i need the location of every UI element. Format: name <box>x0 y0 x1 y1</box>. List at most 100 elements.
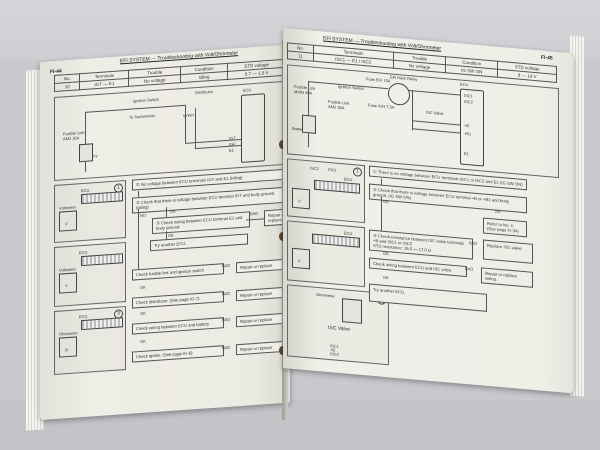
left-page: FI-44 EFI SYSTEM — Troubleshooting with … <box>40 44 294 420</box>
flow-arrow <box>166 231 167 240</box>
flow-check-igniter: Check igniter. (See page IG-8) <box>132 345 224 363</box>
meter-symbol: Ω <box>65 347 68 353</box>
flow-refer: Refer to No. 1. (See page FI-34) <box>483 217 527 238</box>
label-fusible-link-main: Fusible Link MAIN 40A <box>294 83 316 96</box>
flow-label-ok: OK <box>140 338 146 345</box>
figure-3: 3 ECU Ohmmeter Ω <box>54 305 126 376</box>
flow-arrow <box>138 209 139 270</box>
ecu-connector-icon <box>314 179 360 194</box>
label-fuse-efi: Fuse EFI 15A <box>366 76 391 84</box>
flow-label-ok: OK <box>383 250 389 257</box>
flow-repair-2: Repair or replace <box>236 258 288 274</box>
label-ecu: ECU <box>79 313 88 320</box>
flow-step-3: ③ Check wiring between ECU terminal E1 a… <box>152 211 250 235</box>
flow-label-ok: OK <box>168 232 174 239</box>
label-isc-valve: ISC Valve <box>426 109 444 117</box>
wire <box>185 104 186 143</box>
flow-check-distributor: Check distributor. (See page IG-7) <box>132 291 224 309</box>
wire <box>195 144 241 149</box>
flow-label-bad: BAD <box>222 344 231 351</box>
terminal-e1: E1 <box>229 147 234 153</box>
ohmmeter-icon <box>342 298 362 324</box>
cell-no: 11 <box>287 50 314 62</box>
figure-2: ECU V <box>287 220 365 288</box>
flow-label-no: NO <box>140 212 146 219</box>
flow-check-fusible: Check fusible link and ignition switch <box>132 263 224 281</box>
page-number: FI-45 <box>541 54 553 62</box>
label-ecu: ECU <box>344 230 353 237</box>
wiring-diagram: Ignition Switch Distributor To Tachomete… <box>54 80 288 182</box>
meter-symbol: V <box>65 221 68 227</box>
terminal-plus-b1: +B1 <box>464 130 472 137</box>
label-ignition-switch: Ignition Switch <box>133 96 159 104</box>
ecu-connector-icon <box>312 233 360 248</box>
flow-label-ok: OK <box>170 208 176 214</box>
voltmeter-icon <box>59 272 77 294</box>
binding-hole <box>279 140 286 149</box>
flow-replace-isc: Replace ISC valve. <box>483 239 533 264</box>
wire <box>408 89 460 96</box>
flow-label-bad: BAD <box>222 262 231 269</box>
flow-label-ok: OK <box>140 284 146 291</box>
binding-hole <box>279 346 286 355</box>
label-efi-main-relay: EFI Main Relay <box>390 74 418 82</box>
wire <box>85 104 185 113</box>
flow-arrow <box>381 196 382 231</box>
ohmmeter-icon <box>59 336 77 358</box>
flow-label-ok: OK <box>383 274 389 281</box>
flow-label-bad: BAD <box>465 265 474 272</box>
label-distributor: Distributor <box>195 88 214 96</box>
ecu-connector-icon <box>81 317 123 331</box>
wire <box>412 128 460 134</box>
label-ecu: ECU <box>243 87 252 93</box>
ecu-box <box>241 93 265 163</box>
figure-number: 1 <box>353 167 362 177</box>
relay-icon <box>388 82 410 107</box>
terminal-isc2: ISC2 <box>310 165 319 172</box>
meter-symbol: V <box>298 198 301 204</box>
wire <box>412 120 460 126</box>
flow-arrow <box>246 218 264 221</box>
flow-repair-3: Repair or replace <box>236 286 288 302</box>
figure-2: ECU Voltmeter V <box>54 241 126 308</box>
flow-check-wiring-battery: Check wiring between ECU and battery <box>132 317 224 335</box>
flow-label-bad: BAD <box>222 290 231 297</box>
label-fuse-ign: Fuse IGN 7.5A <box>368 102 395 110</box>
terminal-e1: E1 <box>464 150 469 157</box>
label-isc-valve: ISC Valve <box>328 324 350 333</box>
flow-label-bad: BAD <box>469 240 478 246</box>
voltmeter-icon <box>59 210 77 232</box>
wire <box>85 111 86 172</box>
flow-label-bad: BAD <box>250 210 259 217</box>
meter-symbol: V <box>298 258 301 264</box>
wire <box>195 108 196 149</box>
meter-symbol: V <box>65 283 68 289</box>
voltmeter-icon <box>292 187 310 210</box>
figure-1: 1 ECU Voltmeter V <box>54 179 126 244</box>
terminal-isc2: ISC2 <box>330 351 339 357</box>
label-ecu: ECU <box>79 249 88 256</box>
voltmeter-icon <box>292 247 310 270</box>
label-ecu: ECU <box>344 176 353 183</box>
figure-1: 1 ECU ISC2 ISC1 V <box>287 158 365 224</box>
battery-icon <box>302 114 316 134</box>
terminal-isc1: ISC1 <box>464 92 473 99</box>
ecu-connector-icon <box>81 253 123 267</box>
flow-repair-wiring: Repair or replace wiring. <box>481 267 533 288</box>
label-ecu: ECU <box>460 81 469 88</box>
flow-label-no: NO <box>495 208 501 215</box>
flow-label-bad: BAD <box>222 316 231 323</box>
right-page: EFI SYSTEM — Troubleshooting with Volt/O… <box>283 28 573 394</box>
label-fusible-link-am2: Fusible Link AM2 30A <box>328 98 350 111</box>
flow-arrow <box>166 207 167 218</box>
ecu-connector-icon <box>81 191 123 205</box>
flow-label-ok: OK <box>383 198 389 205</box>
label-ohmmeter: Ohmmeter <box>316 291 335 299</box>
flow-try-ecu: Try another ECU. <box>150 233 248 252</box>
terminal-isc2: ISC2 <box>464 98 473 105</box>
label-ecu: ECU <box>81 187 90 194</box>
label-to-tachometer: To Tachometer <box>129 112 156 120</box>
flow-label-ok: OK <box>140 310 146 317</box>
binding-hole <box>279 232 286 241</box>
flow-repair-4: Repair or replace <box>236 312 288 328</box>
